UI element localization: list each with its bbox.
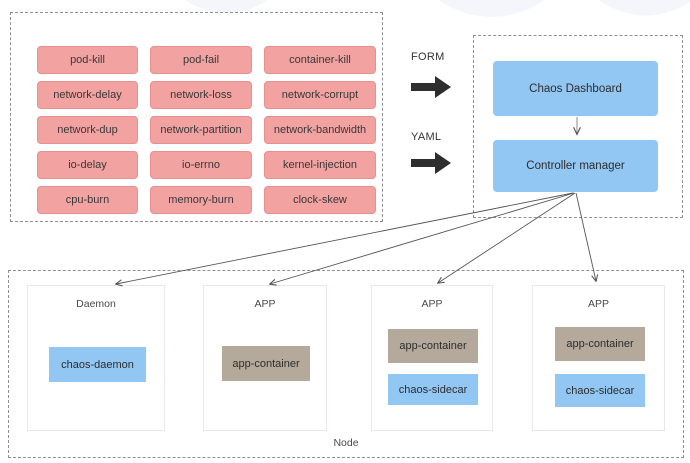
fault-container-kill: container-kill (264, 46, 376, 74)
pod-title: APP (587, 298, 609, 310)
form-arrow-icon (411, 76, 451, 98)
node-label: Node (333, 437, 359, 449)
fault-network-delay: network-delay (37, 81, 138, 109)
fault-clock-skew: clock-skew (264, 186, 376, 214)
app-container-box: app-container (388, 329, 478, 363)
fault-memory-burn: memory-burn (150, 186, 252, 214)
fault-network-bandwidth: network-bandwidth (264, 116, 376, 144)
fault-pod-fail: pod-fail (150, 46, 252, 74)
chaos-sidecar-box: chaos-sidecar (388, 374, 478, 405)
chaos-dashboard-node: Chaos Dashboard (493, 61, 658, 116)
pod-title: APP (254, 298, 276, 310)
pod-daemon: Daemon chaos-daemon (27, 285, 165, 431)
pod-app-1: APP app-container (203, 285, 327, 431)
controller-manager-node: Controller manager (493, 140, 658, 192)
fault-types-panel: pod-kill pod-fail container-kill network… (10, 12, 383, 222)
fault-types-grid: pod-kill pod-fail container-kill network… (37, 46, 376, 214)
pod-title: APP (421, 298, 443, 310)
pod-app-3: APP app-container chaos-sidecar (532, 285, 665, 431)
fault-pod-kill: pod-kill (37, 46, 138, 74)
fault-network-dup: network-dup (37, 116, 138, 144)
chaos-daemon-box: chaos-daemon (49, 347, 146, 382)
fault-kernel-injection: kernel-injection (264, 151, 376, 179)
fault-network-loss: network-loss (150, 81, 252, 109)
chaos-sidecar-box: chaos-sidecar (555, 374, 645, 407)
app-container-box: app-container (222, 346, 310, 381)
fault-io-errno: io-errno (150, 151, 252, 179)
pod-title: Daemon (76, 298, 116, 310)
pod-app-2: APP app-container chaos-sidecar (371, 285, 493, 431)
app-container-box: app-container (555, 327, 645, 361)
fault-io-delay: io-delay (37, 151, 138, 179)
fault-network-partition: network-partition (150, 116, 252, 144)
form-label: FORM (411, 51, 445, 63)
yaml-label: YAML (411, 131, 442, 143)
fault-network-corrupt: network-corrupt (264, 81, 376, 109)
yaml-arrow-icon (411, 152, 451, 174)
fault-cpu-burn: cpu-burn (37, 186, 138, 214)
